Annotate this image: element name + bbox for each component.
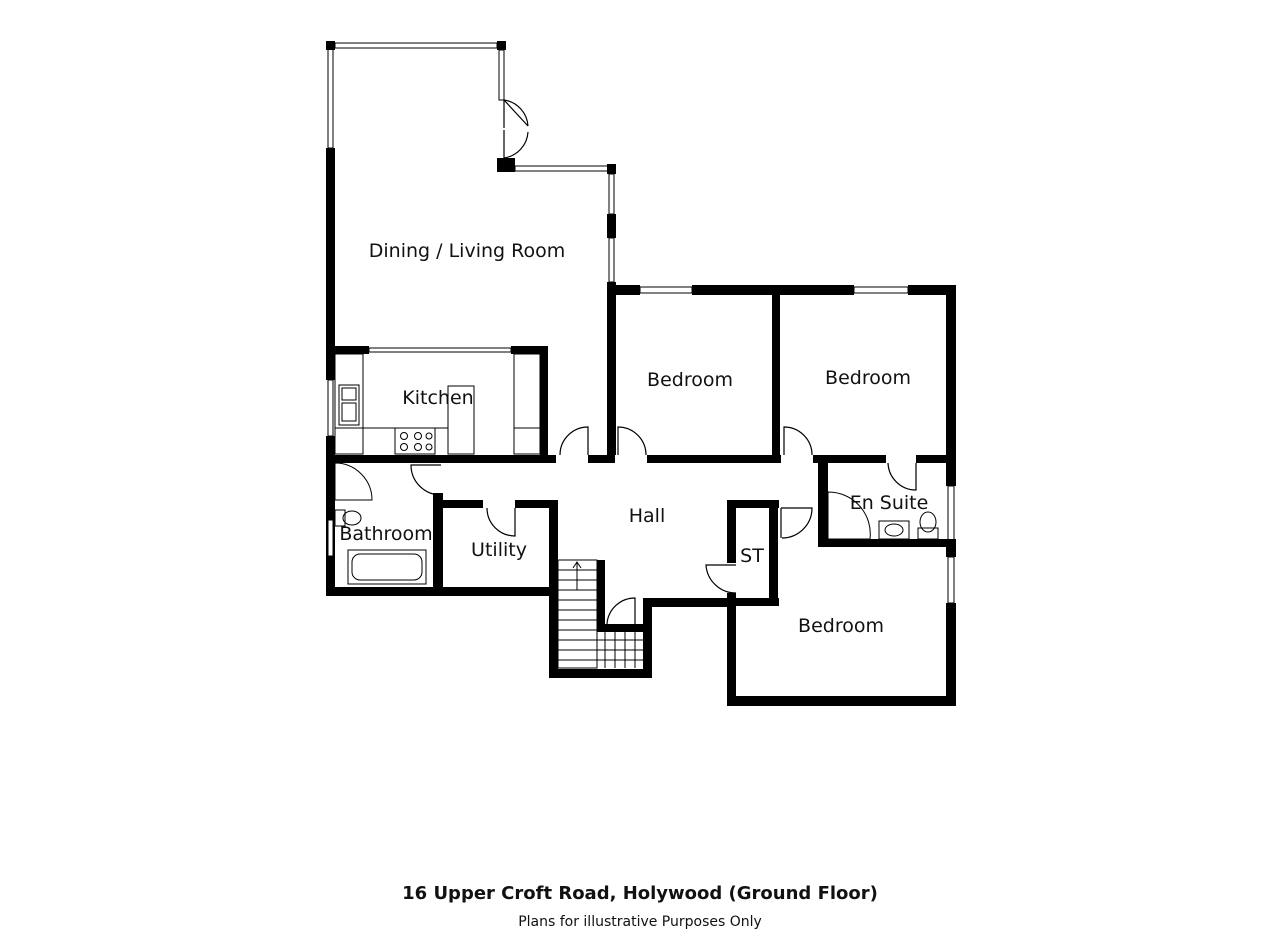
- plan-disclaimer: Plans for illustrative Purposes Only: [518, 914, 762, 930]
- label-bedroom-2: Bedroom: [825, 367, 911, 389]
- doors: [410, 426, 917, 625]
- plan-title: 16 Upper Croft Road, Holywood (Ground Fl…: [402, 883, 878, 904]
- label-utility: Utility: [471, 539, 527, 561]
- label-store: ST: [740, 545, 764, 567]
- label-dining-living-room: Dining / Living Room: [368, 240, 566, 262]
- label-kitchen: Kitchen: [402, 387, 474, 409]
- stairs: [557, 559, 643, 669]
- utility-walls: [443, 500, 483, 508]
- label-en-suite: En Suite: [849, 492, 929, 514]
- label-bathroom: Bathroom: [339, 523, 433, 545]
- dining-living-walls: [326, 41, 616, 460]
- bathroom-fittings: [334, 462, 427, 585]
- kitchen-walls: [326, 346, 548, 596]
- label-hall: Hall: [628, 505, 666, 527]
- en-suite-fittings: [827, 491, 939, 540]
- label-bedroom-1: Bedroom: [647, 369, 733, 391]
- french-doors: [503, 99, 529, 159]
- en-suite-walls: [818, 455, 956, 547]
- label-bedroom-3: Bedroom: [798, 615, 884, 637]
- kitchen-fittings: [334, 353, 541, 455]
- bedrooms-top-walls: [607, 285, 956, 463]
- bedroom-3-walls: [727, 500, 956, 706]
